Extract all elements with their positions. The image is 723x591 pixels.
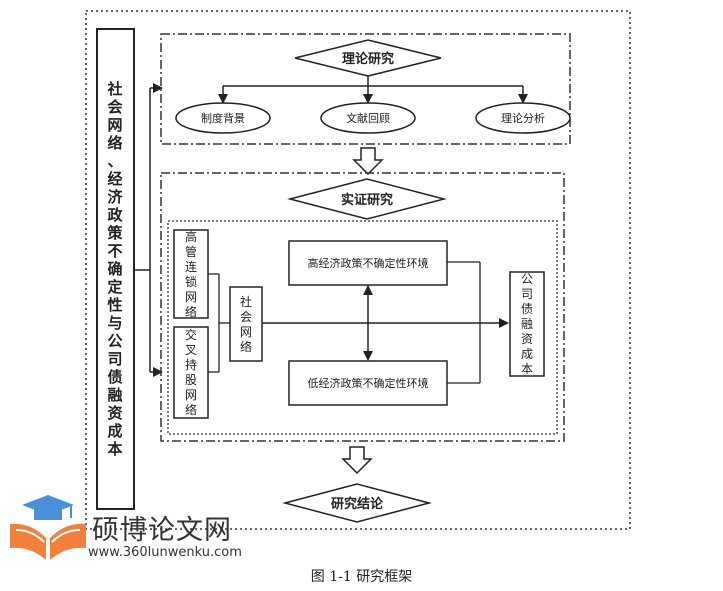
theory-item-label: 理论分析 (501, 111, 545, 125)
down-arrow-1 (352, 147, 384, 176)
vertical-char: 会 (239, 309, 252, 324)
vertical-char: 络 (184, 403, 197, 417)
vertical-char: 公 (107, 331, 123, 350)
vertical-char: 政 (107, 205, 123, 224)
outcome-label: 公司债融资成本 (510, 272, 544, 376)
vertical-char: 确 (107, 259, 123, 278)
outer-frame (85, 10, 631, 530)
vertical-char: 成 (520, 347, 533, 361)
vertical-char: 股 (184, 373, 197, 387)
vertical-char: 社 (107, 79, 123, 98)
vertical-char: 、 (107, 151, 123, 170)
vertical-char: 公 (520, 272, 533, 286)
vertical-char: 交 (184, 328, 197, 342)
side-title-box (96, 28, 135, 510)
interlock-network-label: 高管连锁网络 (174, 230, 208, 318)
vertical-char: 网 (239, 324, 252, 339)
low-epu-label: 低经济政策不确定性环境 (308, 376, 429, 390)
vertical-char: 络 (184, 304, 197, 319)
vertical-char: 锁 (184, 274, 197, 289)
vertical-char: 债 (107, 367, 123, 386)
theory-title-diamond (294, 39, 442, 77)
conclusion-diamond (282, 483, 432, 523)
cross-holding-network-label: 交叉持股网络 (174, 327, 208, 418)
watermark-text: 硕博论文网 (92, 515, 232, 546)
theory-item-background (175, 102, 271, 134)
theory-section (160, 33, 571, 145)
vertical-char: 络 (239, 339, 252, 354)
empirical-inner-frame (167, 220, 558, 435)
vertical-char: 本 (520, 362, 533, 376)
empirical-section (160, 172, 565, 442)
vertical-char: 债 (520, 302, 533, 316)
vertical-char: 不 (107, 241, 123, 260)
vertical-char: 持 (184, 358, 197, 372)
vertical-char: 高 (184, 229, 197, 244)
cross-holding-network-box (173, 326, 209, 419)
vertical-char: 网 (107, 115, 123, 134)
watermark-url: www.360lunwenku.com (88, 545, 242, 560)
vertical-char: 网 (184, 388, 197, 402)
vertical-char: 社 (239, 294, 252, 309)
figure-caption: 图 1-1 研究框架 (310, 569, 413, 585)
vertical-char: 本 (107, 439, 123, 458)
vertical-char: 经 (107, 169, 123, 188)
theory-title: 理论研究 (342, 51, 394, 67)
vertical-char: 与 (107, 313, 123, 332)
high-epu-box (288, 240, 448, 286)
theory-item-review (320, 102, 416, 134)
interlock-network-box (173, 229, 209, 319)
empirical-title-diamond (287, 178, 447, 220)
side-title: 社会网络、经济政策不确定性与公司债融资成本 (100, 30, 130, 508)
vertical-char: 性 (107, 295, 123, 314)
down-arrow-2 (341, 446, 373, 475)
watermark-logo-icon (10, 495, 86, 560)
vertical-char: 管 (184, 244, 197, 259)
vertical-char: 融 (520, 317, 533, 331)
vertical-char: 策 (107, 223, 123, 242)
vertical-char: 资 (520, 332, 533, 346)
social-network-box (229, 286, 263, 362)
vertical-char: 络 (107, 133, 123, 152)
empirical-title: 实证研究 (341, 192, 393, 208)
vertical-char: 资 (107, 403, 123, 422)
vertical-char: 网 (184, 289, 197, 304)
theory-item-analysis (475, 102, 571, 134)
vertical-char: 定 (107, 277, 123, 296)
vertical-char: 成 (107, 421, 123, 440)
high-epu-label: 高经济政策不确定性环境 (308, 256, 429, 270)
vertical-char: 司 (520, 287, 533, 301)
conclusion-title: 研究结论 (331, 496, 384, 512)
vertical-char: 会 (107, 97, 123, 116)
theory-item-label: 制度背景 (201, 111, 245, 125)
vertical-char: 济 (107, 187, 123, 206)
vertical-char: 连 (184, 259, 197, 274)
vertical-char: 司 (107, 349, 123, 368)
vertical-char: 融 (107, 385, 123, 404)
outcome-box (509, 271, 545, 377)
vertical-char: 叉 (184, 343, 197, 357)
theory-item-label: 文献回顾 (346, 111, 390, 125)
social-network-label: 社会网络 (230, 287, 262, 361)
low-epu-box (288, 360, 448, 406)
